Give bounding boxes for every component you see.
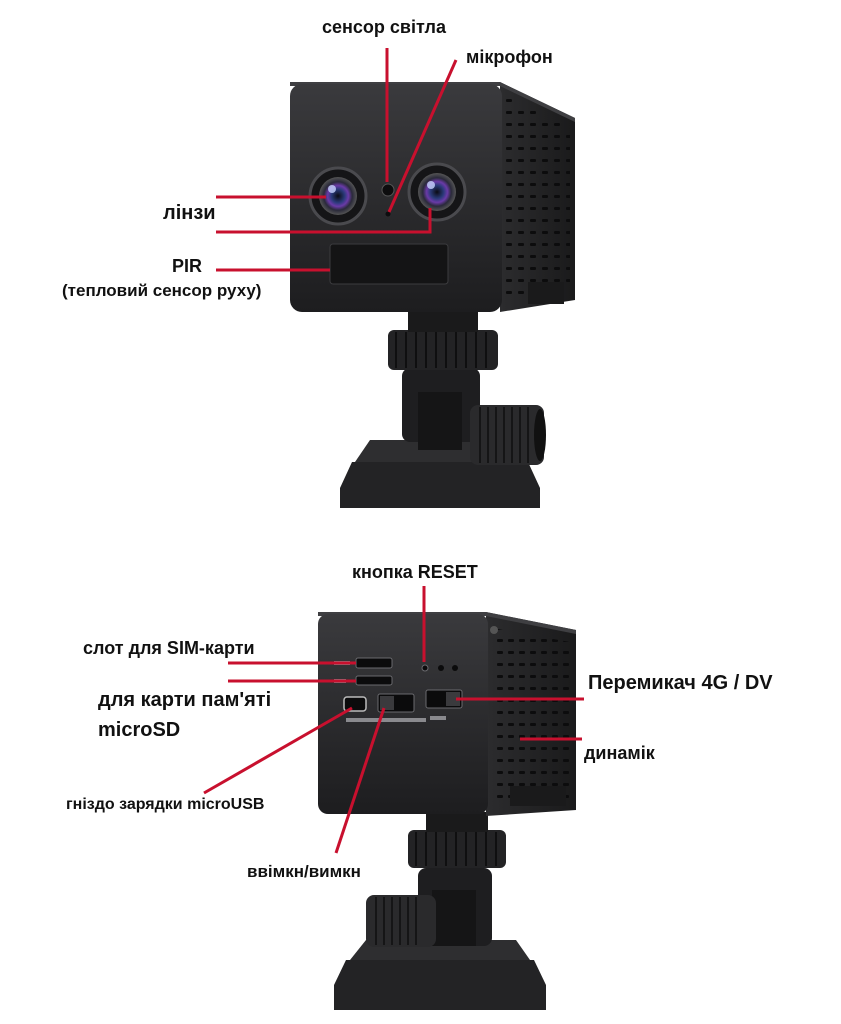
pir-window bbox=[329, 243, 449, 285]
sim-slot bbox=[355, 657, 393, 669]
label-speaker: динамік bbox=[584, 743, 655, 763]
label-light-sensor: сенсор світла bbox=[322, 17, 446, 37]
label-reset: кнопка RESET bbox=[352, 562, 478, 582]
microsd-slot bbox=[355, 675, 393, 686]
left-lens bbox=[308, 166, 368, 226]
right-lens bbox=[407, 162, 467, 222]
front-camera bbox=[290, 82, 575, 508]
label-sim-slot: слот для SIM-карти bbox=[83, 638, 255, 658]
front-nut bbox=[388, 330, 498, 370]
back-camera bbox=[318, 612, 576, 1010]
microphone-hole bbox=[385, 211, 391, 217]
pointer-lens-right bbox=[216, 208, 432, 234]
label-mode-switch: Перемикач 4G / DV bbox=[588, 672, 773, 694]
light-sensor-hole bbox=[381, 183, 395, 197]
label-power-switch: ввімкн/вимкн bbox=[247, 862, 361, 881]
label-pir: PIR bbox=[172, 256, 203, 276]
front-knob bbox=[470, 405, 544, 465]
label-usb-port: гніздо зарядки microUSB bbox=[66, 796, 265, 813]
label-microsd-line2: microSD bbox=[98, 719, 181, 741]
label-pir-desc: (тепловий сенсор руху) bbox=[62, 281, 262, 300]
label-microsd-line1: для карти пам'яті bbox=[98, 689, 272, 711]
label-microphone: мікрофон bbox=[466, 47, 553, 67]
front-base-plate bbox=[340, 462, 540, 508]
pointer-power bbox=[334, 707, 386, 854]
reset-hole bbox=[421, 664, 429, 672]
back-pointer-lines bbox=[203, 586, 584, 854]
usb-port bbox=[343, 696, 367, 712]
back-base-plate bbox=[334, 960, 546, 1010]
front-pointer-lines bbox=[216, 48, 458, 272]
pointer-microphone bbox=[387, 59, 458, 213]
label-lenses: лінзи bbox=[163, 202, 216, 224]
pointer-usb bbox=[203, 706, 353, 795]
